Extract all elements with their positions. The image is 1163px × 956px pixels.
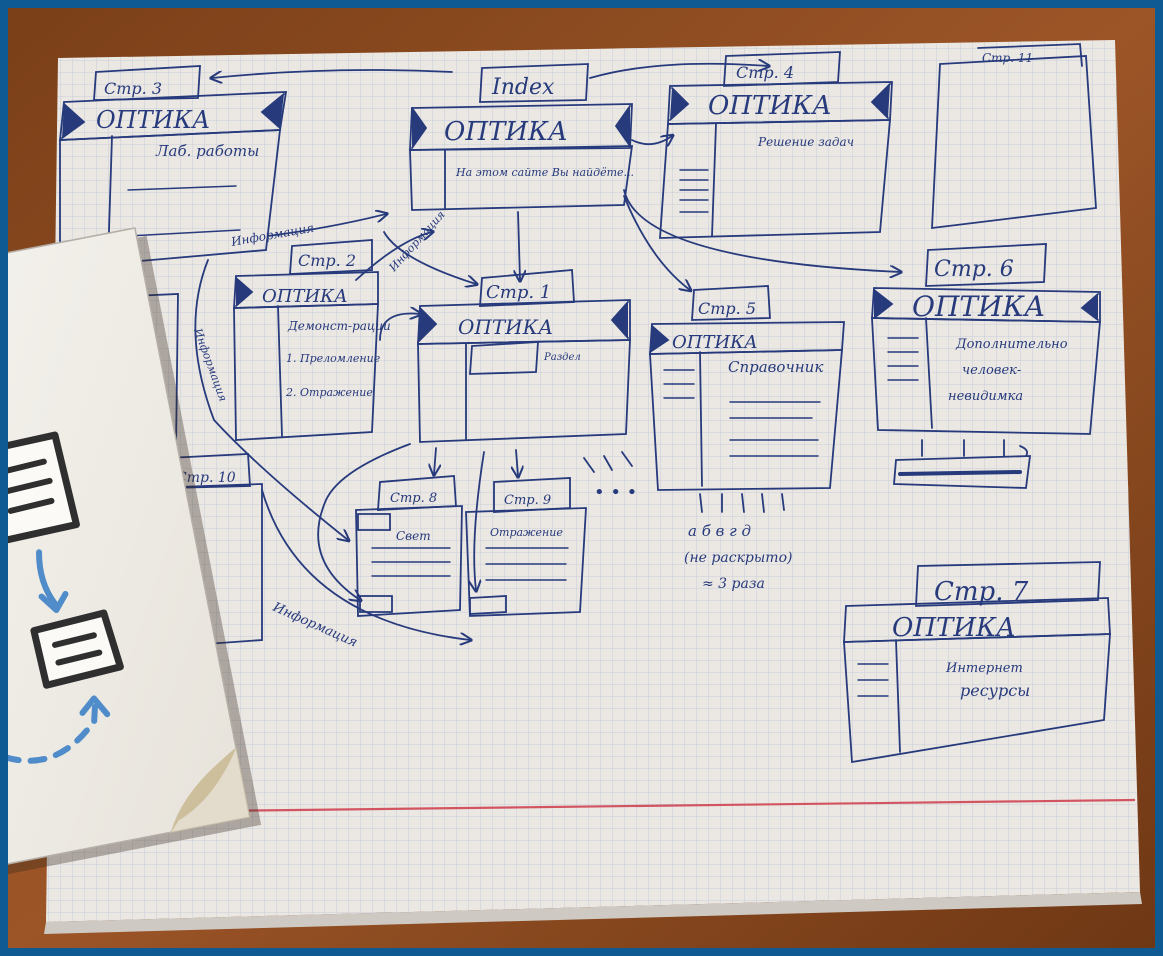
page2-text-2: 1. Преломление <box>286 352 381 365</box>
page2-label: Стр. 2 <box>298 251 356 270</box>
page10-label: Стр. 10 <box>176 470 236 486</box>
page4-block <box>659 51 893 239</box>
page5-note-3: ≈ 3 раза <box>702 576 765 592</box>
red-margin-line <box>129 798 1136 814</box>
arrow-down-icon-2 <box>36 549 59 608</box>
page3-label: Стр. 3 <box>104 79 162 98</box>
page8-text: Свет <box>396 529 431 543</box>
page3-text: Лаб. работы <box>155 142 259 160</box>
page4-text: Решение задач <box>757 135 854 149</box>
page1-title: ОПТИКА <box>458 315 553 339</box>
page5-note-2: (не раскрыто) <box>684 550 792 566</box>
page1-label: Стр. 1 <box>486 282 551 303</box>
page6-text-2: человек- <box>962 363 1021 378</box>
page11-label: Стр. 11 <box>982 51 1033 65</box>
page4-title: ОПТИКА <box>708 91 832 121</box>
page5-title: ОПТИКА <box>672 332 758 353</box>
page7-label: Стр. 7 <box>934 577 1029 607</box>
page6-block <box>871 243 1101 489</box>
page7-block <box>843 561 1111 764</box>
blank-page-block <box>931 55 1097 230</box>
page2-title: ОПТИКА <box>262 286 348 307</box>
ellipsis-mark: • • • <box>594 482 637 503</box>
small-document-icon <box>30 609 124 689</box>
page5-text: Справочник <box>728 358 823 376</box>
page2-text-1: Демонст-рации <box>287 319 391 333</box>
page2-block <box>233 239 379 441</box>
page5-note-1: а б в г д <box>688 522 751 540</box>
page4-label: Стр. 4 <box>736 63 794 82</box>
page7-text-1: Интернет <box>945 661 1023 676</box>
index-text: На этом сайте Вы найдёте... <box>455 166 634 179</box>
page7-title: ОПТИКА <box>892 613 1016 643</box>
page6-text-1: Дополнительно <box>955 337 1068 352</box>
page9-text: Отражение <box>490 526 563 539</box>
page2-text-3: 2. Отражение <box>285 386 373 399</box>
page1-note: Раздел <box>543 352 581 363</box>
page8-label: Стр. 8 <box>390 491 437 506</box>
page5-block <box>649 285 845 491</box>
page3-title: ОПТИКА <box>96 106 210 134</box>
index-tab-label: Index <box>491 75 555 100</box>
page5-label: Стр. 5 <box>698 299 756 318</box>
index-block <box>409 63 634 211</box>
page6-title: ОПТИКА <box>912 290 1045 323</box>
page7-text-2: ресурсы <box>960 681 1030 700</box>
index-title: ОПТИКА <box>444 117 568 147</box>
page8-block <box>355 475 463 617</box>
page9-label: Стр. 9 <box>504 493 551 508</box>
page6-text-3: невидимка <box>948 389 1023 404</box>
sketch-ink <box>58 43 1111 764</box>
page6-label: Стр. 6 <box>934 257 1014 282</box>
notebook-paper <box>44 40 1142 934</box>
